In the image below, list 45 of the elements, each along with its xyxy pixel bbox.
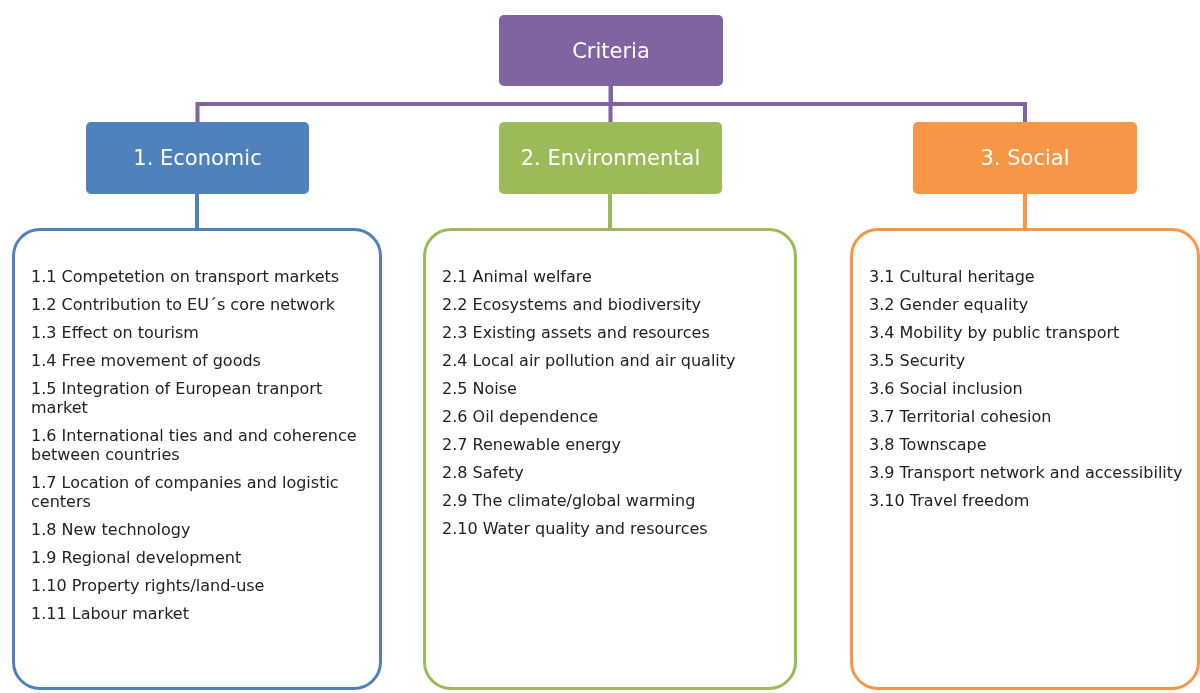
- criterion-item: 1.1 Competetion on transport markets: [31, 267, 341, 286]
- criterion-item: 2.7 Renewable energy: [442, 435, 622, 454]
- criterion-item: 1.3 Effect on tourism: [31, 323, 200, 342]
- category-box: [499, 15, 723, 86]
- category-box: [86, 122, 309, 194]
- criterion-item: 2.3 Existing assets and resources: [442, 323, 711, 342]
- criterion-item: 1.5 Integration of European tranport market: [31, 379, 324, 417]
- criterion-item: 2.5 Noise: [442, 379, 518, 398]
- criterion-item: 3.1 Cultural heritage: [869, 267, 1036, 286]
- category-box: [913, 122, 1137, 194]
- criterion-item: 2.1 Animal welfare: [442, 267, 593, 286]
- criterion-item: 1.6 International ties and and coherence between countries: [31, 426, 358, 464]
- criterion-item: 3.2 Gender equality: [869, 295, 1030, 314]
- criterion-item: 3.5 Security: [869, 351, 967, 370]
- criterion-item: 1.11 Labour market: [31, 604, 190, 623]
- criterion-item: 1.8 New technology: [31, 520, 192, 539]
- criterion-item: 2.9 The climate/global warming: [442, 491, 697, 510]
- criterion-item: 3.9 Transport network and accessibility: [869, 463, 1184, 482]
- connector-line: [608, 194, 612, 228]
- category-title: 3. Social: [980, 146, 1070, 170]
- connector-line: [609, 86, 1027, 122]
- criteria-list-panel: [423, 228, 797, 690]
- criterion-item: 3.10 Travel freedom: [869, 491, 1031, 510]
- criterion-item: 1.10 Property rights/land-use: [31, 576, 266, 595]
- criterion-item: 3.4 Mobility by public transport: [869, 323, 1121, 342]
- criterion-item: 1.4 Free movement of goods: [31, 351, 262, 370]
- criterion-item: 1.7 Location of companies and logistic centers: [31, 473, 340, 511]
- criterion-item: 2.2 Ecosystems and biodiversity: [442, 295, 703, 314]
- criterion-item: 1.9 Regional development: [31, 548, 243, 567]
- criterion-item: 2.8 Safety: [442, 463, 525, 482]
- criterion-item: 2.4 Local air pollution and air quality: [442, 351, 737, 370]
- criteria-list-panel: [12, 228, 382, 690]
- category-title: Criteria: [572, 38, 650, 63]
- criterion-item: 1.2 Contribution to EU´s core network: [31, 295, 337, 314]
- criterion-item: 2.10 Water quality and resources: [442, 519, 709, 538]
- criterion-item: 3.8 Townscape: [869, 435, 988, 454]
- category-box: [499, 122, 722, 194]
- connector-line: [195, 194, 199, 228]
- criterion-item: 3.6 Social inclusion: [869, 379, 1024, 398]
- criteria-list-panel: [850, 228, 1200, 690]
- criterion-item: 3.7 Territorial cohesion: [869, 407, 1053, 426]
- criterion-item: 2.6 Oil dependence: [442, 407, 600, 426]
- connector-line: [1023, 194, 1027, 228]
- category-title: 1. Economic: [133, 146, 262, 170]
- category-title: 2. Environmental: [520, 146, 701, 170]
